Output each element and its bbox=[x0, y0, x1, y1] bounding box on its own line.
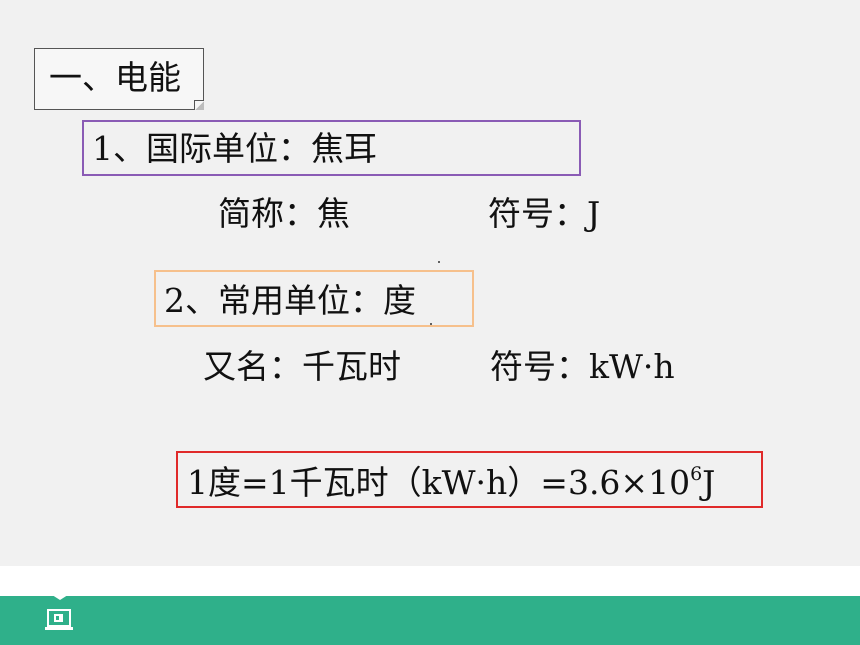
si-unit-symbol: 符号：J bbox=[488, 194, 601, 233]
conversion-unit: J bbox=[702, 463, 716, 502]
common-unit-box: 2、常用单位：度 bbox=[154, 270, 474, 327]
si-unit-box: 1、国际单位：焦耳 bbox=[82, 120, 581, 176]
section-title-box: 一、电能 bbox=[34, 48, 204, 110]
si-unit-heading: 1、国际单位：焦耳 bbox=[92, 129, 377, 168]
footer-tab-notch bbox=[38, 586, 82, 600]
presentation-icon[interactable] bbox=[44, 609, 74, 633]
slide-canvas: 一、电能 1、国际单位：焦耳 简称：焦 符号：J 2、常用单位：度 又名：千瓦时… bbox=[0, 0, 860, 566]
footer-bar bbox=[0, 596, 860, 645]
conversion-box: 1度=1千瓦时（kW·h）=3.6×106J bbox=[176, 451, 763, 508]
decorative-dot bbox=[438, 261, 440, 263]
conversion-formula: 1度=1千瓦时（kW·h）=3.6×106J bbox=[187, 463, 716, 502]
decorative-dot bbox=[430, 323, 432, 325]
common-unit-heading: 2、常用单位：度 bbox=[164, 281, 416, 320]
common-unit-symbol: 符号：kW·h bbox=[490, 347, 675, 386]
si-unit-short-name: 简称：焦 bbox=[218, 194, 350, 233]
folded-corner bbox=[194, 100, 204, 110]
common-unit-alias: 又名：千瓦时 bbox=[203, 347, 401, 386]
conversion-formula-main: 1度=1千瓦时（kW·h）=3.6×10 bbox=[187, 463, 691, 502]
section-title: 一、电能 bbox=[49, 58, 181, 97]
conversion-exponent: 6 bbox=[690, 463, 703, 485]
